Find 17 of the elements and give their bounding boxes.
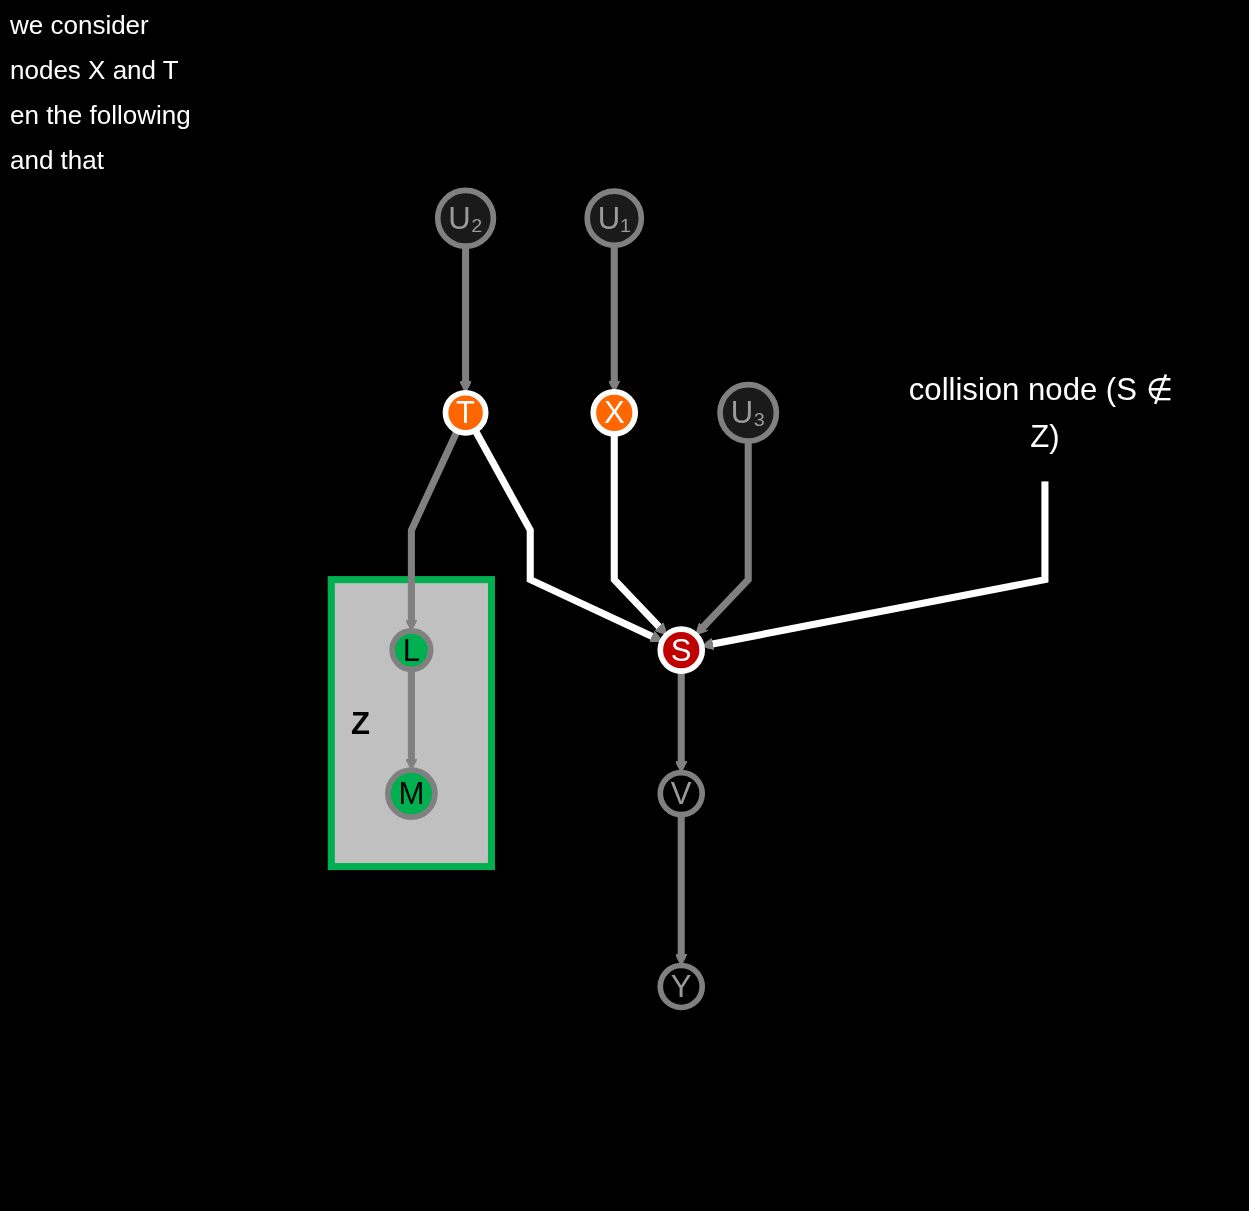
node-circle: U₁ [584,188,645,248]
arrow [610,433,668,636]
node-circle: S [657,626,706,674]
node-circle: Y [657,962,706,1011]
node-text: collision node (S ∉ Z) [908,371,1173,454]
note-text: and that [10,145,105,176]
node-circle: V [657,769,706,818]
node-circle: U₃ [717,381,780,444]
node-circle: X [590,388,639,437]
node-circle: L [389,627,434,673]
node-circle: M [385,767,438,820]
note-text: we consider [10,10,150,41]
note-text: nodes X and T [10,55,180,86]
node-circle: U₂ [434,187,497,249]
arrow [675,814,688,966]
node-circle: T [442,389,489,436]
note-text: en the following [10,100,192,131]
